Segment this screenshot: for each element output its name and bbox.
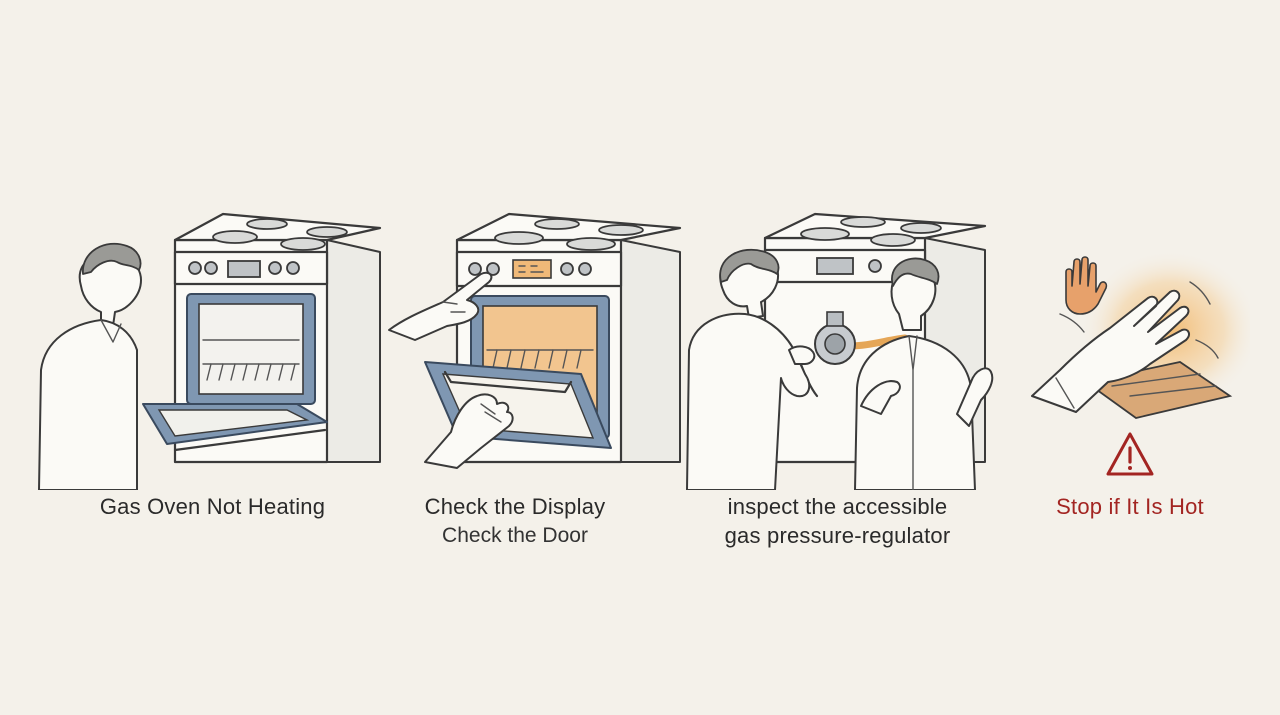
step-2-illustration	[385, 200, 685, 490]
gas-regulator-icon	[686, 212, 994, 490]
step-3-title: inspect the accessible	[727, 494, 948, 519]
step-1-title: Gas Oven Not Heating	[99, 494, 326, 519]
oven-icon	[38, 212, 382, 490]
step-1-caption: Gas Oven Not Heating	[60, 492, 365, 521]
oven-icon	[388, 212, 682, 469]
step-1-illustration	[35, 200, 385, 490]
step-4-caption: Stop if It Is Hot	[1030, 492, 1230, 521]
warning-triangle-icon	[1106, 432, 1154, 476]
stop-hand-icon	[1031, 250, 1250, 476]
step-2-subtitle: Check the Door	[442, 524, 588, 547]
step-3-illustration	[685, 200, 1010, 490]
step-4-title: Stop if It Is Hot	[1056, 494, 1204, 519]
step-2-title: Check the Display	[424, 494, 606, 519]
step-3-caption: inspect the accessible gas pressure-regu…	[700, 492, 975, 550]
hand-icon	[1065, 256, 1108, 315]
step-3-subtitle: gas pressure-regulator	[724, 523, 951, 548]
step-2-caption: Check the Display Check the Door	[385, 492, 645, 550]
step-4-illustration	[1030, 200, 1250, 490]
